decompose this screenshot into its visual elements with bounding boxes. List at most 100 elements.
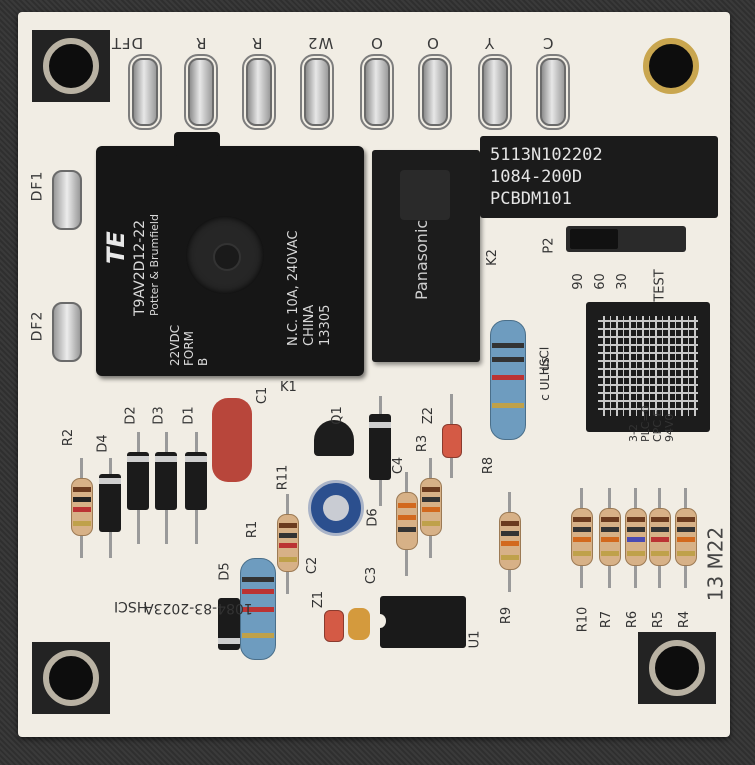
terminal-label-r2: R [251, 34, 263, 52]
resistor-r5 [649, 508, 671, 566]
hsci-mark-right: HSCI [537, 346, 552, 376]
resistor-r6 [625, 508, 647, 566]
terminal-df1 [52, 170, 82, 230]
designator-u1: U1 [467, 630, 483, 649]
terminal-df2 [52, 302, 82, 362]
terminal-label-df1: DF1 [29, 170, 46, 202]
designator-d5: D5 [217, 562, 233, 581]
relay-k1-model: T9AV2D12-22 [132, 219, 148, 316]
designator-d4: D4 [95, 434, 111, 453]
diode-d2 [127, 452, 149, 510]
designator-r7: R7 [599, 610, 615, 629]
jumper-option-test: TEST [652, 269, 668, 302]
designator-r2: R2 [61, 428, 77, 447]
part-label-line-1: 5113N102202 [490, 145, 603, 165]
designator-d3: D3 [151, 406, 167, 425]
designator-r10: R10 [575, 606, 591, 633]
terminal-label-dft: DFT [111, 34, 144, 52]
designator-r8: R8 [481, 456, 497, 475]
terminal-r2 [246, 58, 272, 126]
terminal-dft [132, 58, 158, 126]
resistor-r10 [571, 508, 593, 566]
designator-r1: R1 [245, 520, 261, 539]
relay-k1-coil: 22VDC [168, 324, 182, 366]
designator-c1: C1 [255, 386, 271, 405]
part-label-line-3: PCBDM101 [490, 189, 572, 209]
terminal-label-r1: R [195, 34, 207, 52]
circuit-board: DFT R R W2 O O Y C DF1 DF2 TE T9AV2D12-2… [18, 12, 730, 737]
terminal-label-w2: W2 [307, 34, 334, 52]
jumper-option-90: 90 [570, 273, 586, 290]
relay-k1: TE T9AV2D12-22 Potter & Brumfield 22VDC … [96, 132, 364, 376]
ic-u1 [374, 596, 466, 648]
relay-k1-origin: CHINA [302, 304, 317, 346]
designator-q1: Q1 [329, 406, 345, 425]
board-part-number: 1084-83-2023A [144, 600, 253, 616]
terminal-label-o2: O [426, 34, 439, 52]
designator-d6: D6 [365, 508, 381, 527]
resistor-r7 [599, 508, 621, 566]
jumper-option-30: 30 [614, 273, 630, 290]
mounting-hole-bottom-right [638, 632, 716, 704]
component-c4 [396, 492, 418, 550]
relay-k1-contact-rating: N.C. 10A, 240VAC [286, 230, 301, 346]
terminal-outline-r2 [242, 54, 276, 130]
zener-z2 [442, 424, 462, 458]
date-code: 13 M22 [703, 526, 728, 602]
terminal-y [482, 58, 508, 126]
transistor-q1 [314, 420, 354, 456]
designator-r6: R6 [625, 610, 641, 629]
terminal-outline-c [536, 54, 570, 130]
relay-k1-date: 13305 [318, 304, 333, 346]
designator-d2: D2 [123, 406, 139, 425]
designator-p2: P2 [541, 237, 557, 254]
capacitor-c1 [212, 398, 252, 482]
mounting-hole-bottom-left [32, 642, 110, 714]
terminal-outline-w2 [300, 54, 334, 130]
terminal-c [540, 58, 566, 126]
diode-d6 [369, 414, 391, 480]
resistor-r8 [490, 320, 526, 440]
terminal-o2 [422, 58, 448, 126]
designator-k2: K2 [484, 249, 500, 266]
terminal-label-o1: O [370, 34, 383, 52]
relay-actuator [186, 216, 264, 294]
rating-block: 3-2 PLC=0 CPC E 94V0 [627, 405, 676, 442]
diode-d3 [155, 452, 177, 510]
zener-z1 [324, 610, 344, 642]
designator-d1: D1 [181, 406, 197, 425]
designator-c4: C4 [391, 456, 407, 475]
resistor-r9 [499, 512, 521, 570]
resistor-r1 [240, 558, 276, 660]
resistor-r4 [675, 508, 697, 566]
terminal-w2 [304, 58, 330, 126]
part-label-line-2: 1084-200D [490, 167, 583, 187]
terminal-outline-o1 [360, 54, 394, 130]
designator-z1: Z1 [311, 590, 327, 609]
designator-c3: C3 [364, 566, 380, 585]
capacitor-c2 [308, 480, 364, 536]
designator-k1: K1 [280, 380, 297, 395]
rating-line-4: 94V0 [663, 413, 676, 442]
terminal-label-df2: DF2 [29, 310, 46, 342]
relay-k1-maker: Potter & Brumfield [148, 214, 161, 316]
resistor-r11 [277, 514, 299, 572]
designator-r4: R4 [677, 610, 693, 629]
relay-k1-brand: TE [102, 231, 130, 264]
qr-code [586, 302, 710, 432]
capacitor-c3 [348, 608, 370, 640]
terminal-outline-y [478, 54, 512, 130]
terminal-label-y: Y [484, 34, 495, 52]
mounting-hole-top-left [32, 30, 110, 102]
designator-r9: R9 [499, 606, 515, 625]
jumper-option-60: 60 [592, 273, 608, 290]
timing-jumper-header [566, 226, 686, 252]
designator-c2: C2 [305, 556, 321, 575]
terminal-o1 [364, 58, 390, 126]
resistor-r2 [71, 478, 93, 536]
designator-r5: R5 [651, 610, 667, 629]
relay-k1-form: FORM [182, 330, 196, 366]
terminal-outline-dft [128, 54, 162, 130]
designator-r3: R3 [415, 434, 431, 453]
terminal-outline-r1 [184, 54, 218, 130]
